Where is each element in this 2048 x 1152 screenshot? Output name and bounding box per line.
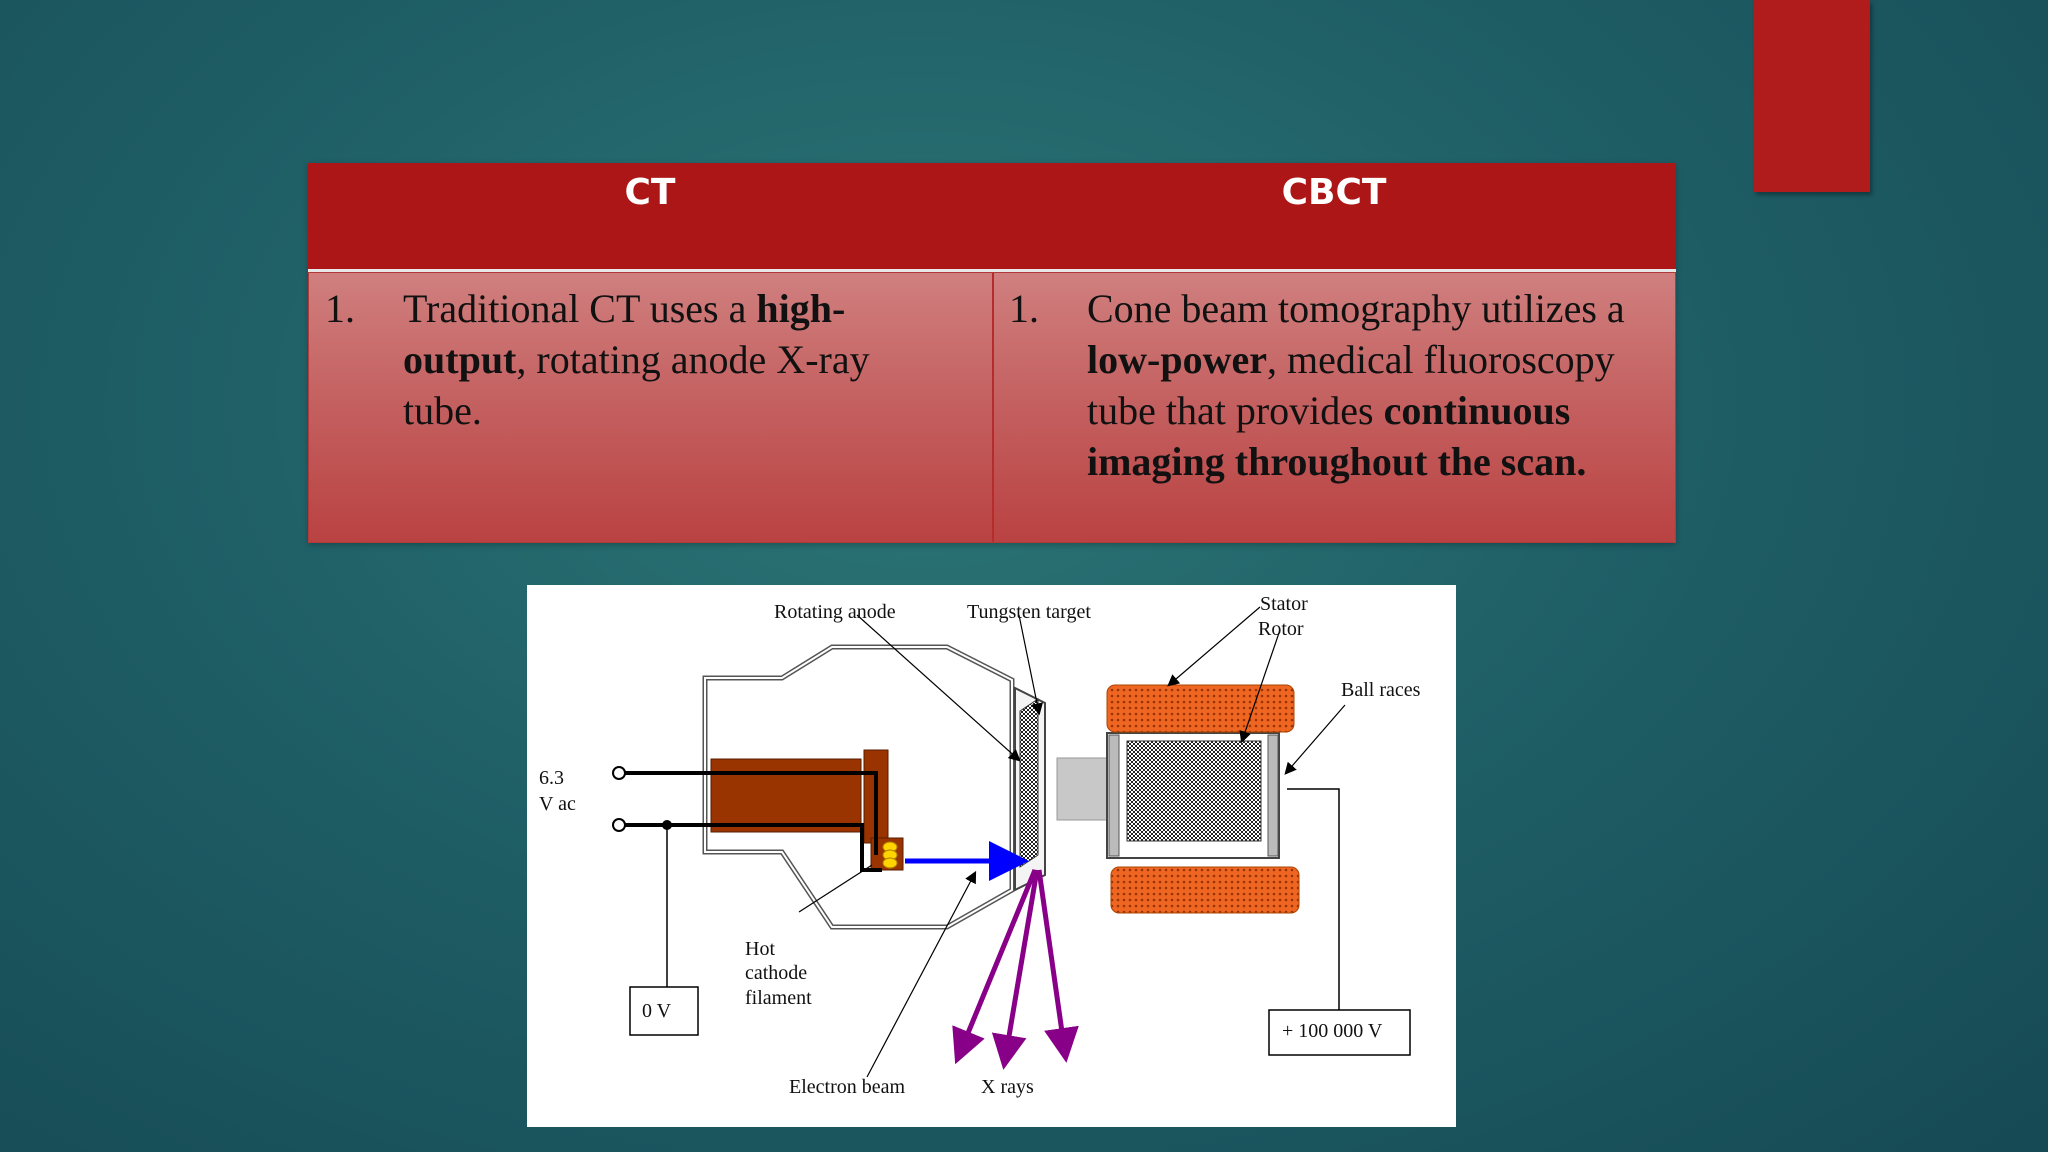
slide-accent-tab [1754, 0, 1870, 192]
xray-tube-diagram: Rotating anode Tungsten target Stator Ro… [527, 585, 1456, 1127]
filament-coil [882, 841, 898, 869]
high-volt-box [1268, 1009, 1411, 1056]
zero-volt-box [629, 986, 699, 1036]
stator-bottom [1110, 866, 1300, 914]
label-ball-races: Ball races [1341, 679, 1421, 701]
label-x-rays: X rays [981, 1076, 1034, 1098]
label-voltage-ac-1: 6.3 [539, 767, 564, 789]
label-cathode: cathode [745, 962, 807, 984]
cell-text: Cone beam tomography utilizes a low-powe… [1087, 286, 1625, 484]
xray-tube-svg: Rotating anode Tungsten target Stator Ro… [539, 593, 1421, 1098]
cell-text: Traditional CT uses a high- output, rota… [403, 286, 870, 433]
wire-top [619, 771, 878, 855]
x-rays [952, 869, 1079, 1070]
table-header-row: CT CBCT [308, 163, 1676, 272]
stator-top [1106, 684, 1295, 733]
label-voltage-ac-2: V ac [539, 793, 576, 815]
label-electron-beam: Electron beam [789, 1076, 905, 1098]
label-zero-v: 0 V [642, 1000, 672, 1022]
rotor-core [1126, 740, 1262, 842]
rotor-shaft [1056, 757, 1114, 821]
list-number: 1. [325, 286, 355, 331]
table-row: 1. Traditional CT uses a high- output, r… [308, 272, 1676, 543]
wire-bottom [619, 823, 882, 872]
list-number: 1. [1009, 286, 1039, 331]
label-rotor: Rotor [1258, 618, 1304, 640]
label-tungsten-target: Tungsten target [967, 601, 1091, 623]
label-high-v: + 100 000 V [1282, 1020, 1383, 1042]
label-hot: Hot [745, 938, 775, 960]
header-ct: CT [624, 172, 676, 213]
header-cbct: CBCT [1281, 172, 1387, 213]
cathode-block [710, 758, 862, 833]
label-filament: filament [745, 987, 812, 1009]
label-stator: Stator [1260, 593, 1308, 615]
comparison-table: CT CBCT 1. Traditional CT uses a high- o… [308, 163, 1676, 543]
tungsten-target [1019, 698, 1039, 868]
column-divider [992, 273, 994, 542]
label-rotating-anode: Rotating anode [774, 601, 896, 623]
